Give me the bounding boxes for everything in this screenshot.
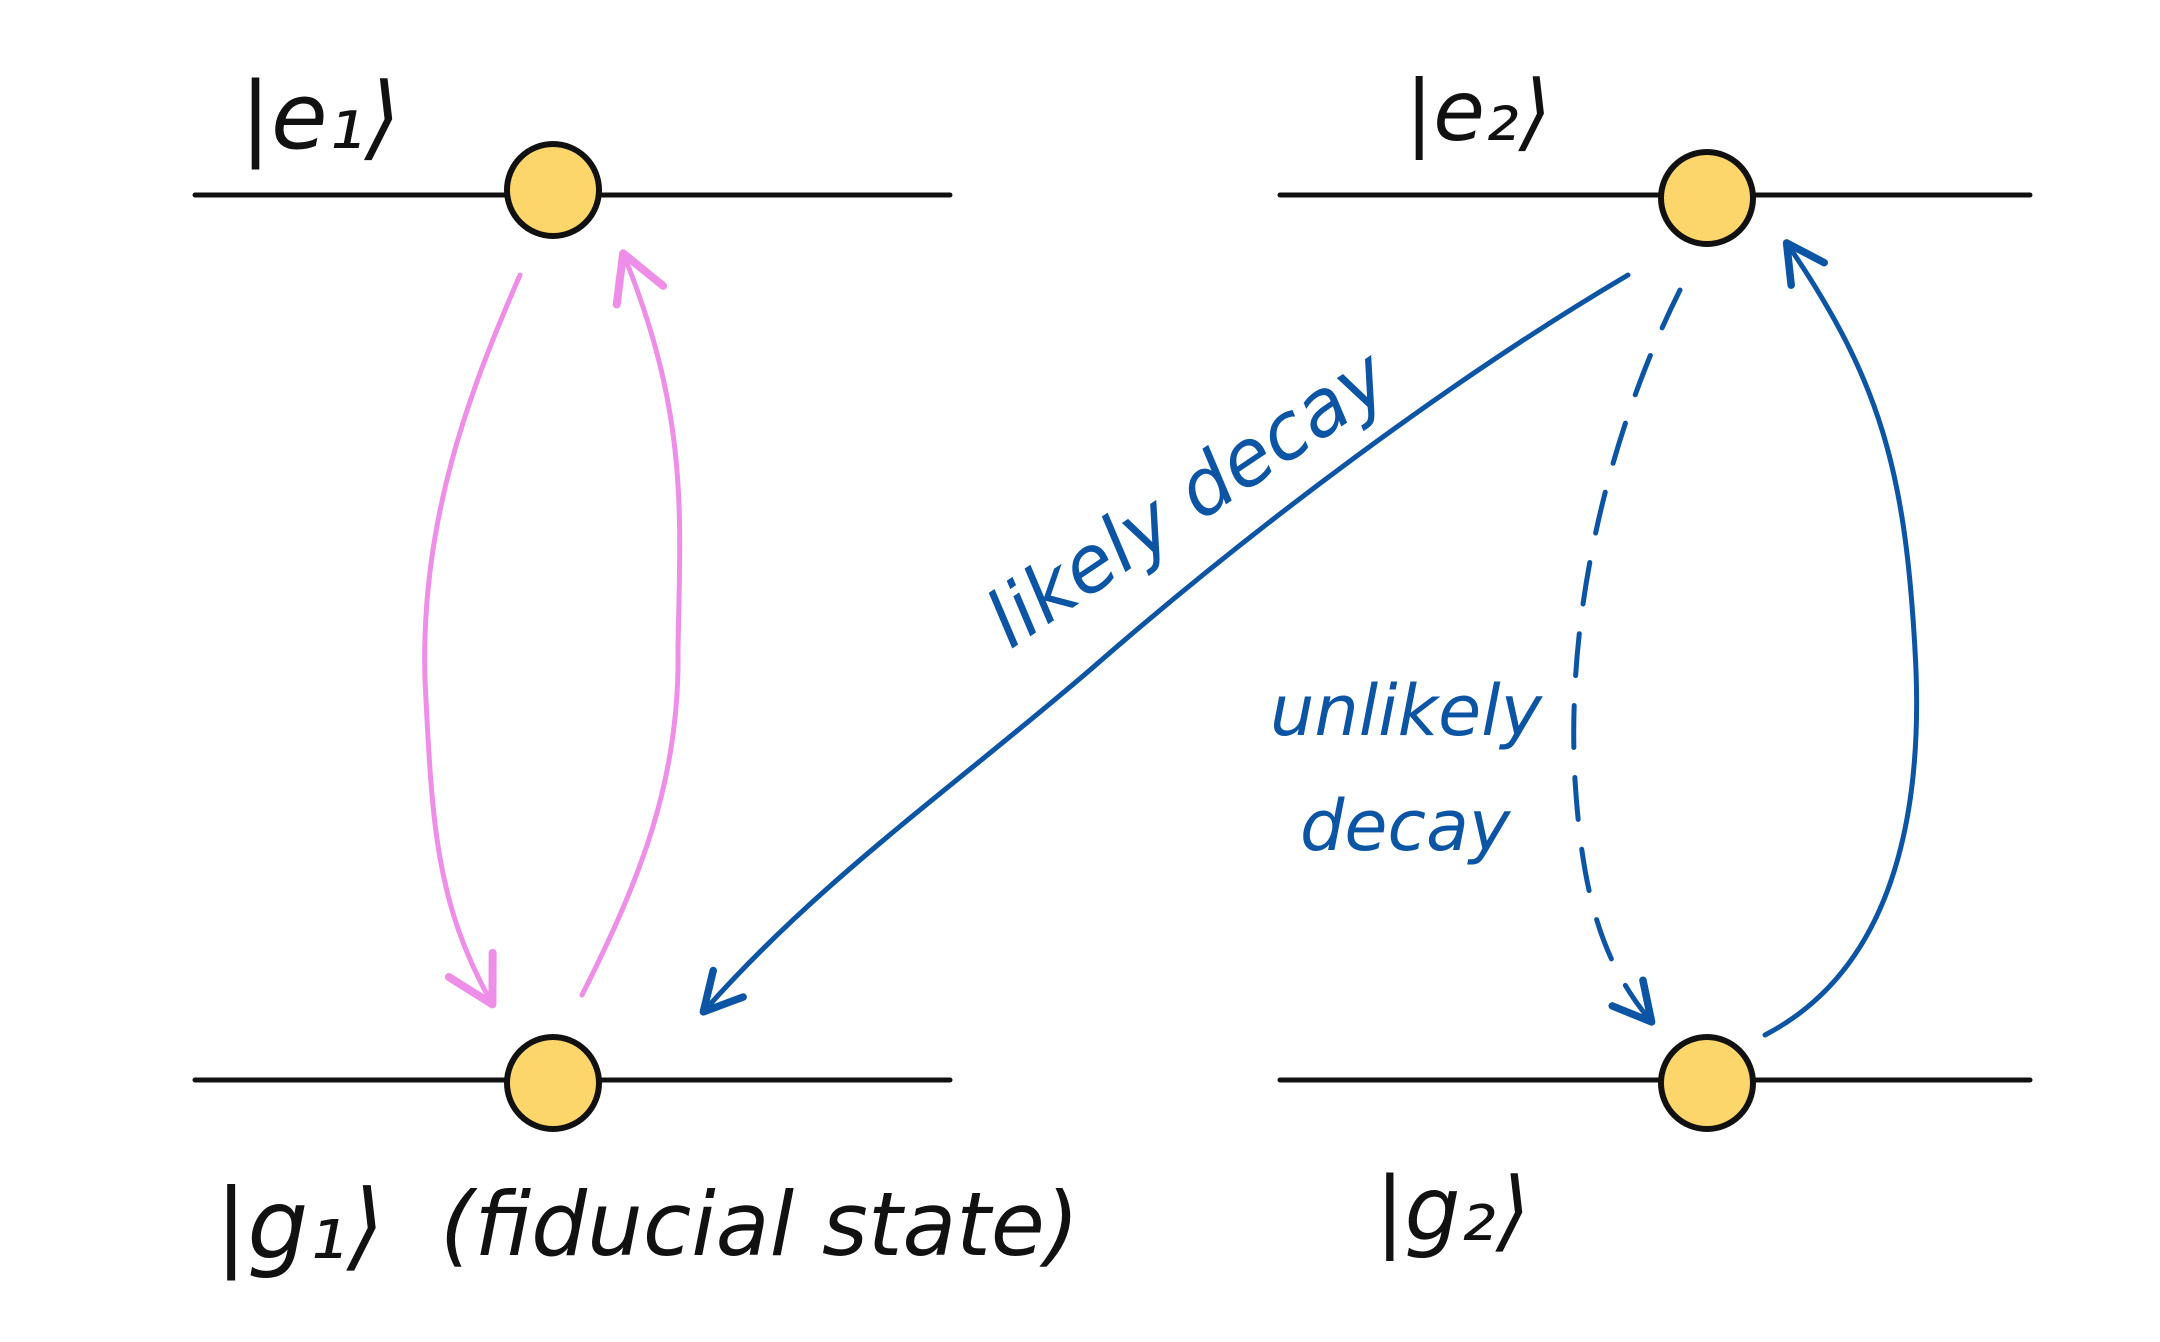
unlikely-decay-label-line1: unlikely	[1270, 670, 1544, 752]
label-g2: |g₂⟩	[1375, 1158, 1530, 1262]
state-node-g1	[504, 1034, 602, 1132]
state-node-e2	[1658, 149, 1756, 247]
pink-arrow-down	[422, 272, 523, 1009]
state-node-e1	[504, 141, 602, 239]
likely-decay-arrow	[699, 272, 1631, 1016]
label-e1: |e₁⟩	[240, 63, 400, 170]
unlikely-decay-arrow	[1571, 287, 1683, 1026]
label-g1: |g₁⟩	[215, 1169, 384, 1282]
label-g1-note: (fiducial state)	[440, 1173, 1079, 1276]
excitation-arrow-g2-e2	[1762, 239, 1920, 1038]
unlikely-decay-label-line2: decay	[1300, 785, 1512, 867]
likely-decay-label: likely decay	[970, 331, 1406, 666]
state-node-g2	[1658, 1034, 1756, 1132]
label-e2: |e₂⟩	[1405, 62, 1551, 160]
pink-arrow-up	[579, 249, 683, 998]
